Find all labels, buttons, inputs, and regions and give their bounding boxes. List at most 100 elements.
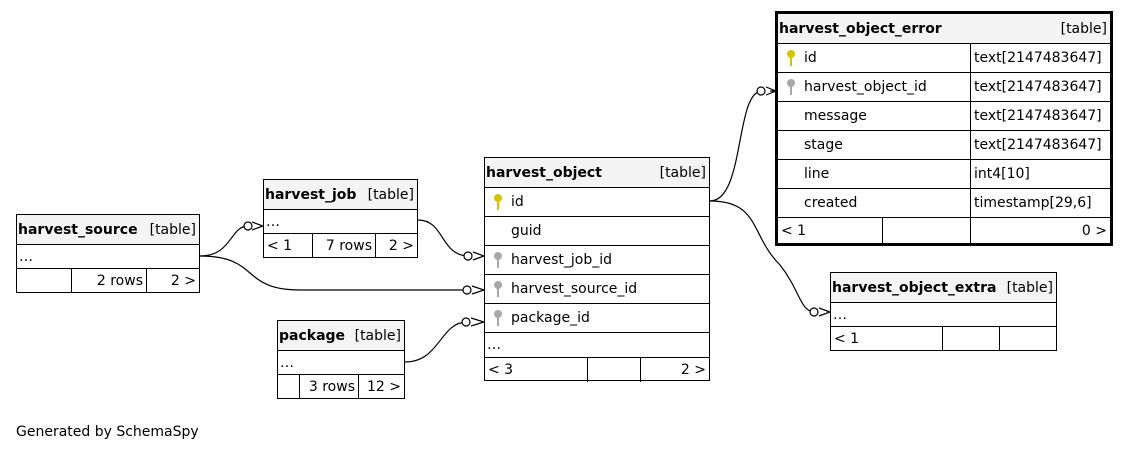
table-header: package [table] [278,321,404,351]
column-row: guid [485,217,709,246]
column-name: guid [511,223,542,239]
table-header: harvest_source [table] [17,215,199,245]
table-header: harvest_job [table] [264,180,417,210]
children-link[interactable]: 2 > [680,362,706,378]
ellipsis: … [280,354,294,371]
table-type: [table] [367,186,414,203]
foreign-key-icon [778,78,804,96]
edge-source-to-job [199,225,249,257]
primary-key-icon [485,193,511,211]
column-name: harvest_source_id [511,281,638,297]
column-row: id [485,188,709,217]
parents-link[interactable]: < 1 [778,218,883,243]
more-columns: … [17,245,199,269]
parents-link[interactable] [278,375,300,398]
more-columns: … [278,351,404,375]
table-name: harvest_job [265,186,357,203]
more-columns: … [264,210,417,234]
children-link[interactable]: 0 > [1081,222,1107,239]
children-link[interactable] [1000,327,1056,350]
column-name: package_id [511,310,590,326]
table-harvest-object-extra[interactable]: harvest_object_extra [table] … < 1 [830,272,1057,351]
foreign-key-icon [485,280,511,298]
parents-link[interactable]: < 1 [831,327,943,350]
table-footer: < 1 7 rows 2 > [264,234,417,257]
table-name: harvest_object_extra [832,279,997,296]
children-link[interactable]: 12 > [367,378,401,395]
table-type: [table] [149,221,196,238]
table-name: harvest_source [18,221,138,238]
ellipsis: … [487,337,501,353]
foreign-key-icon [485,251,511,269]
row-count [943,327,1000,350]
table-header: harvest_object_extra [table] [831,273,1056,303]
column-type: text[2147483647] [974,79,1102,95]
table-harvest-source[interactable]: harvest_source [table] … 2 rows 2 > [16,214,200,293]
edge-circle [756,86,766,96]
children-link[interactable]: 2 > [170,272,196,289]
column-name: id [804,50,817,66]
table-name: harvest_object_error [779,20,942,37]
column-row: created timestamp[29,6] [778,189,1110,218]
edge-object-to-extra [709,200,816,313]
generated-by-label: Generated by SchemaSpy [16,424,199,440]
table-type: [table] [1060,20,1107,37]
column-name: stage [804,137,843,153]
row-count [588,358,641,382]
column-type: text[2147483647] [974,50,1102,66]
column-row: line int4[10] [778,160,1110,189]
table-type: [table] [354,327,401,344]
column-name: created [804,195,858,211]
foreign-key-icon [485,309,511,327]
children-link[interactable]: 2 > [388,237,414,254]
table-name: package [279,327,346,344]
ellipsis: … [833,306,847,323]
more-columns: … [485,333,709,358]
table-header: harvest_object [table] [485,158,709,188]
column-name: line [804,166,830,182]
edge-object-to-error [709,90,763,202]
edge-package-to-object [404,321,468,363]
table-harvest-object-error[interactable]: harvest_object_error [table] id text[214… [775,11,1113,246]
table-footer: < 1 0 > [778,218,1110,243]
row-count: 3 rows [300,375,359,398]
ellipsis: … [266,213,280,230]
column-name: id [511,194,524,210]
edge-circle [463,251,473,261]
table-harvest-job[interactable]: harvest_job [table] … < 1 7 rows 2 > [263,179,418,258]
table-header: harvest_object_error [table] [778,14,1110,44]
table-footer: < 3 2 > [485,358,709,382]
table-footer: 3 rows 12 > [278,375,404,398]
table-footer: < 1 [831,327,1056,350]
parents-link[interactable] [17,269,72,292]
column-name: harvest_object_id [804,79,927,95]
row-count [883,218,971,243]
more-columns: … [831,303,1056,327]
row-count: 7 rows [313,234,376,257]
edge-source-to-object [199,255,468,291]
ellipsis: … [19,248,33,265]
column-type: text[2147483647] [974,137,1102,153]
column-row: harvest_job_id [485,246,709,275]
edge-circle [462,285,472,295]
edge-circle [809,307,819,317]
table-type: [table] [659,164,706,181]
column-row: harvest_object_id text[2147483647] [778,73,1110,102]
row-count: 2 rows [72,269,147,292]
parents-link[interactable]: < 1 [264,234,313,257]
edge-job-to-object [417,219,470,257]
primary-key-icon [778,49,804,67]
parents-link[interactable]: < 3 [485,358,588,382]
table-harvest-object[interactable]: harvest_object [table] id guid harvest_j… [484,157,710,382]
column-type: int4[10] [974,166,1030,182]
table-type: [table] [1006,279,1053,296]
column-name: message [804,108,867,124]
column-type: text[2147483647] [974,108,1102,124]
column-type: timestamp[29,6] [974,195,1092,211]
table-package[interactable]: package [table] … 3 rows 12 > [277,320,405,399]
edge-circle [243,221,253,231]
column-row: id text[2147483647] [778,44,1110,73]
edge-circle [461,317,471,327]
column-row: message text[2147483647] [778,102,1110,131]
table-name: harvest_object [486,164,602,181]
